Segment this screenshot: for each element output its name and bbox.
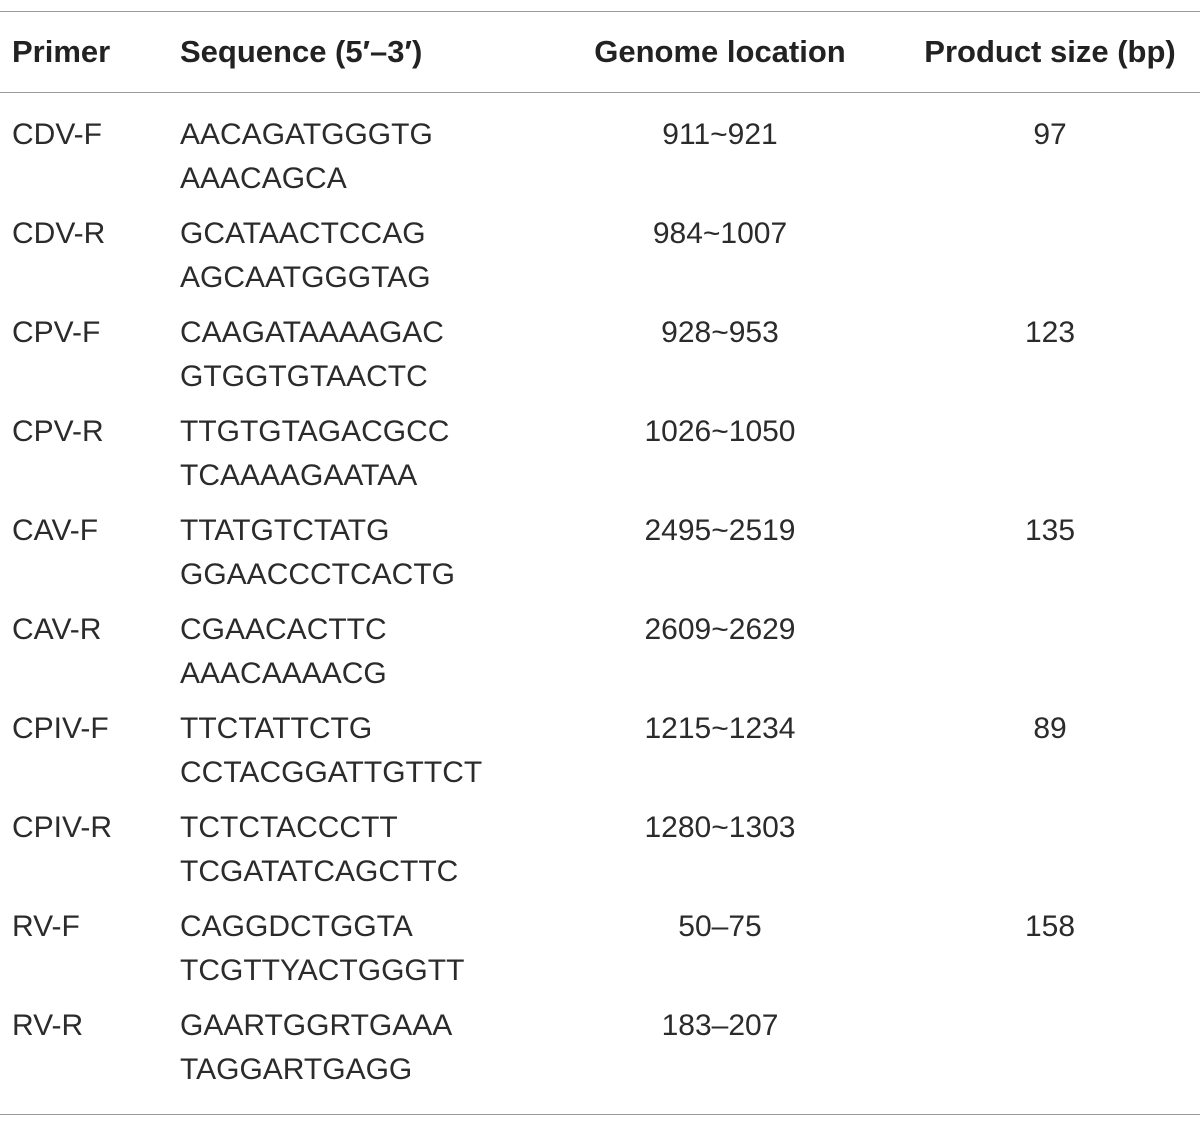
product-size: 97 bbox=[1033, 118, 1067, 151]
primer-name: CPIV-R bbox=[12, 810, 113, 844]
sequence-line-1: TTCTATTCTG bbox=[180, 711, 373, 745]
sequence-line-1: GCATAACTCCAG bbox=[180, 216, 426, 250]
primer-sequence: CAAGATAAAAGAC GTGGTGTAACTC bbox=[168, 311, 540, 410]
primer-name: CPV-R bbox=[12, 414, 104, 448]
genome-location: 2609~2629 bbox=[644, 612, 796, 646]
genome-location: 2495~2519 bbox=[644, 513, 796, 547]
table-row: RV-R GAARTGGRTGAAA TAGGARTGAGG 183–207 bbox=[0, 1004, 1200, 1115]
product-size bbox=[900, 410, 1200, 509]
table-header: Primer Sequence (5′–3′) Genome location … bbox=[0, 11, 1200, 93]
product-size: 89 bbox=[1033, 711, 1067, 745]
primer-name: CPIV-F bbox=[12, 711, 109, 745]
product-size bbox=[900, 1004, 1200, 1115]
table-row: CPV-F CAAGATAAAAGAC GTGGTGTAACTC 928~953 123 bbox=[0, 311, 1200, 410]
product-size: 135 bbox=[1024, 513, 1076, 547]
primer-name: CPV-F bbox=[12, 315, 101, 349]
header-sequence: Sequence (5′–3′) bbox=[180, 34, 423, 69]
sequence-line-2: GGAACCCTCACTG bbox=[180, 557, 456, 591]
sequence-line-2: CCTACGGATTGTTCT bbox=[180, 755, 483, 789]
product-size: 123 bbox=[1024, 315, 1076, 349]
genome-location: 984~1007 bbox=[652, 216, 788, 250]
primer-name: CAV-F bbox=[12, 513, 99, 547]
table-row: CPIV-R TCTCTACCCTT TCGATATCAGCTTC 1280~1303 bbox=[0, 806, 1200, 905]
sequence-line-1: GAARTGGRTGAAA bbox=[180, 1008, 453, 1042]
product-size bbox=[900, 806, 1200, 905]
genome-location: 183–207 bbox=[661, 1008, 779, 1042]
primer-table: Primer Sequence (5′–3′) Genome location … bbox=[0, 11, 1200, 1115]
primer-name: CAV-R bbox=[12, 612, 102, 646]
sequence-line-2: TAGGARTGAGG bbox=[180, 1052, 413, 1086]
genome-location: 911~921 bbox=[662, 118, 778, 151]
sequence-line-2: TCAAAAGAATAA bbox=[180, 458, 418, 492]
primer-sequence: TTCTATTCTG CCTACGGATTGTTCT bbox=[168, 707, 540, 806]
sequence-line-1: TTATGTCTATG bbox=[180, 513, 390, 547]
primer-sequence: CAGGDCTGGTA TCGTTYACTGGGTT bbox=[168, 905, 540, 1004]
product-size bbox=[900, 212, 1200, 311]
sequence-line-1: TCTCTACCCTT bbox=[180, 810, 398, 844]
primer-sequence: TCTCTACCCTT TCGATATCAGCTTC bbox=[168, 806, 540, 905]
primer-name: RV-R bbox=[12, 1008, 84, 1042]
primer-sequence: AACAGATGGGTG AAACAGCA bbox=[168, 93, 540, 212]
header-genome-location: Genome location bbox=[594, 34, 846, 69]
primer-sequence: GCATAACTCCAG AGCAATGGGTAG bbox=[168, 212, 540, 311]
sequence-line-1: AACAGATGGGTG bbox=[180, 118, 433, 151]
primer-name: RV-F bbox=[12, 909, 80, 943]
primer-name: CDV-R bbox=[12, 216, 106, 250]
product-size bbox=[900, 608, 1200, 707]
primer-name: CDV-F bbox=[12, 118, 102, 151]
genome-location: 928~953 bbox=[661, 315, 779, 349]
sequence-line-2: TCGTTYACTGGGTT bbox=[180, 953, 465, 987]
sequence-line-2: AAACAGCA bbox=[180, 162, 347, 195]
primer-sequence: TTATGTCTATG GGAACCCTCACTG bbox=[168, 509, 540, 608]
genome-location: 1280~1303 bbox=[644, 810, 796, 844]
sequence-line-1: TTGTGTAGACGCC bbox=[180, 414, 450, 448]
header-row: Primer Sequence (5′–3′) Genome location … bbox=[0, 11, 1200, 93]
genome-location: 50–75 bbox=[678, 909, 762, 943]
sequence-line-2: GTGGTGTAACTC bbox=[180, 359, 428, 393]
sequence-line-2: AAACAAAACG bbox=[180, 656, 387, 690]
genome-location: 1215~1234 bbox=[644, 711, 796, 745]
table-row: CAV-R CGAACACTTC AAACAAAACG 2609~2629 bbox=[0, 608, 1200, 707]
header-product-size: Product size (bp) bbox=[924, 34, 1176, 69]
table-row: CPIV-F TTCTATTCTG CCTACGGATTGTTCT 1215~1234… bbox=[0, 707, 1200, 806]
sequence-line-1: CAAGATAAAAGAC bbox=[180, 315, 444, 349]
genome-location: 1026~1050 bbox=[644, 414, 796, 448]
primer-sequence: TTGTGTAGACGCC TCAAAAGAATAA bbox=[168, 410, 540, 509]
table-row: RV-F CAGGDCTGGTA TCGTTYACTGGGTT 50–75 158 bbox=[0, 905, 1200, 1004]
table-row: CDV-F AACAGATGGGTG AAACAGCA 911~921 97 bbox=[0, 93, 1200, 212]
primer-sequence: GAARTGGRTGAAA TAGGARTGAGG bbox=[168, 1004, 540, 1115]
sequence-line-2: AGCAATGGGTAG bbox=[180, 260, 431, 294]
header-primer: Primer bbox=[12, 34, 111, 69]
table-row: CPV-R TTGTGTAGACGCC TCAAAAGAATAA 1026~1050 bbox=[0, 410, 1200, 509]
table-row: CDV-R GCATAACTCCAG AGCAATGGGTAG 984~1007 bbox=[0, 212, 1200, 311]
primer-sequence: CGAACACTTC AAACAAAACG bbox=[168, 608, 540, 707]
sequence-line-2: TCGATATCAGCTTC bbox=[180, 854, 459, 888]
sequence-line-1: CGAACACTTC bbox=[180, 612, 387, 646]
sequence-line-1: CAGGDCTGGTA bbox=[180, 909, 413, 943]
table-row: CAV-F TTATGTCTATG GGAACCCTCACTG 2495~2519 13… bbox=[0, 509, 1200, 608]
product-size: 158 bbox=[1024, 909, 1076, 943]
